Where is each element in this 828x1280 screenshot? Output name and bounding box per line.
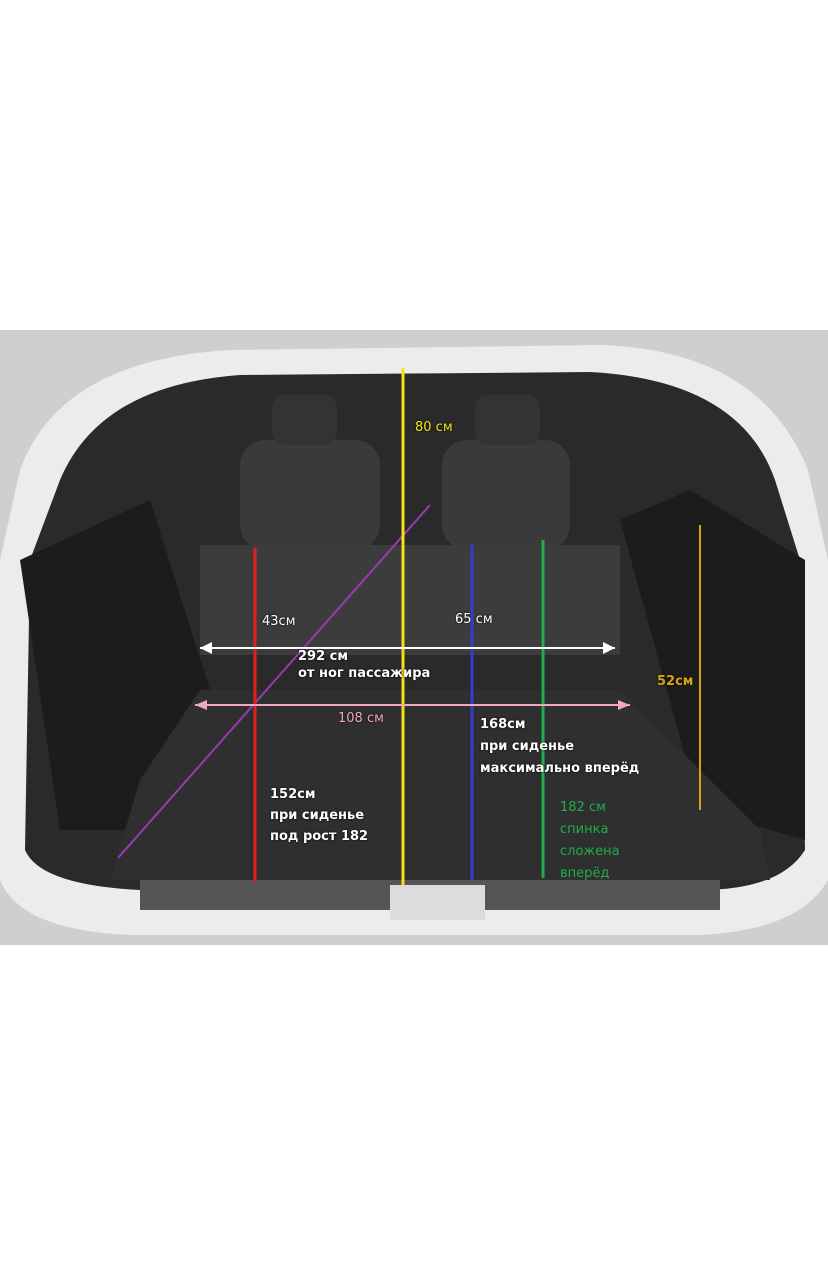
car-trunk-drawing <box>0 330 828 945</box>
trunk-photo <box>0 330 828 945</box>
label-182-note2: сложена <box>560 844 620 859</box>
label-108cm: 108 см <box>338 711 384 726</box>
label-43cm: 43см <box>262 614 296 629</box>
label-168-value: 168см <box>480 717 526 732</box>
label-80cm: 80 см <box>415 420 453 435</box>
label-168cm: 168см при сиденье максимально вперёд <box>480 714 639 780</box>
label-152-note1: при сиденье <box>270 808 365 823</box>
label-168-note1: при сиденье <box>480 739 575 754</box>
label-52cm: 52см <box>657 674 694 689</box>
label-182-note1: спинка <box>560 822 609 837</box>
label-182cm: 182 см спинка сложена вперёд <box>560 797 620 885</box>
label-292-value: 292 см <box>298 649 348 664</box>
label-182-value: 182 см <box>560 800 606 815</box>
label-152-note2: под рост 182 <box>270 829 369 844</box>
label-292cm: 292 см от ног пассажира <box>298 648 430 682</box>
label-182-note3: вперёд <box>560 866 610 881</box>
label-152-value: 152см <box>270 787 316 802</box>
purple-diagonal-line <box>117 504 431 859</box>
label-65cm: 65 см <box>455 612 493 627</box>
label-292-note: от ног пассажира <box>298 666 431 681</box>
label-152cm: 152см при сиденье под рост 182 <box>270 784 368 847</box>
label-168-note2: максимально вперёд <box>480 761 640 776</box>
measurement-annotations <box>117 368 701 885</box>
